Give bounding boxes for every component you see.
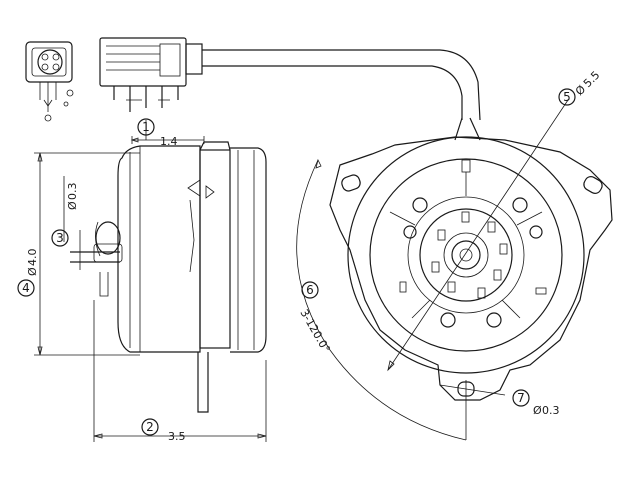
dim-2-marker: 2 (146, 420, 154, 434)
dim-6-value: 3-120.0° (297, 307, 332, 355)
dim-6-marker: 6 (306, 283, 314, 297)
dim-3-symbol: Ø (66, 201, 79, 210)
dim-4-marker: 4 (22, 281, 30, 295)
connector-side-view (99, 37, 203, 112)
dimension-1: 1 1.4 (130, 118, 205, 148)
dim-1-value: 1.4 (160, 135, 178, 148)
dim-4-value: 4.0 (26, 249, 39, 267)
dimension-2: 2 3.5 (93, 300, 267, 443)
dim-7-value: 0.3 (542, 404, 560, 417)
dimension-3: 3 Ø 0.3 (51, 176, 81, 270)
connector-end-view (25, 41, 74, 122)
wire-harness (202, 49, 481, 141)
dim-1-marker: 1 (142, 120, 150, 134)
dimension-7: 7 Ø 0.3 (439, 380, 560, 440)
dim-5-value: 5.5 (581, 69, 603, 91)
dim-3-value: 0.3 (66, 183, 79, 201)
dim-4-symbol: Ø (26, 267, 39, 276)
dimension-4: 4 Ø 4.0 (17, 152, 140, 356)
motor-front-view (329, 136, 613, 401)
dim-7-symbol: Ø (533, 404, 542, 417)
dim-2-value: 3.5 (168, 430, 186, 443)
dim-7-marker: 7 (517, 391, 525, 405)
dim-5-marker: 5 (563, 90, 571, 104)
dim-3-marker: 3 (56, 231, 64, 245)
motor-side-view (70, 141, 267, 413)
